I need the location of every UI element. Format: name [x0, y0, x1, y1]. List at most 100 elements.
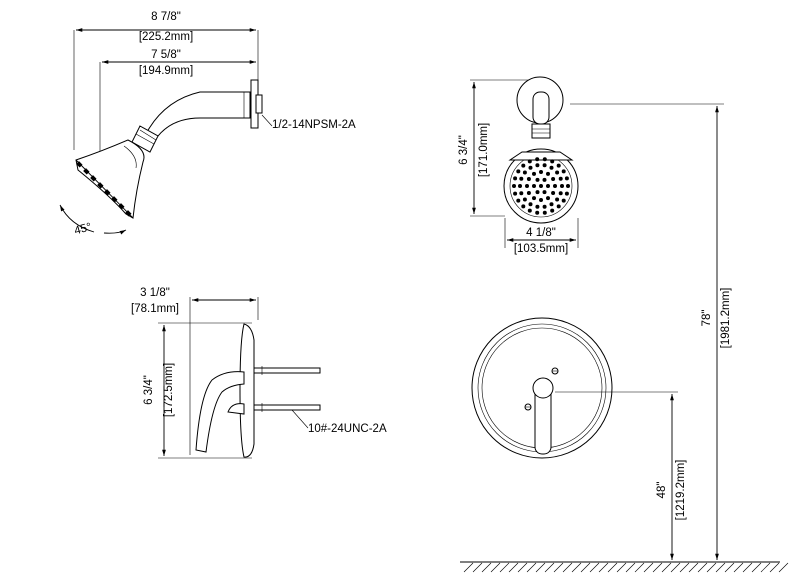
nozzle-row — [76, 161, 132, 217]
hatch-line — [571, 562, 582, 573]
hatch-line — [616, 562, 627, 573]
nozzle-dot — [532, 196, 536, 201]
hatch-line — [724, 562, 735, 573]
nozzle-dot — [546, 184, 550, 188]
nozzle-dot — [522, 197, 527, 202]
hatch-line — [661, 562, 672, 573]
nozzle-dot — [525, 184, 529, 188]
nozzle-dot — [564, 176, 569, 181]
nozzle-dot — [535, 204, 540, 209]
nozzle-dot — [528, 165, 533, 170]
hatch-line — [490, 562, 501, 573]
head-face-nozzles — [512, 157, 570, 215]
valve-trim-front-view — [471, 317, 613, 459]
nozzle-dot — [535, 190, 540, 195]
nozzle-dot — [549, 165, 554, 170]
head-install-height-label: 78" — [701, 310, 713, 327]
hatch-line — [679, 562, 690, 573]
nozzle-dot — [532, 184, 536, 188]
nozzle-dot — [512, 184, 516, 188]
arm-reach-mm-label: [194.9mm] — [139, 65, 193, 77]
trim-height-mm-label: [172.5mm] — [163, 363, 175, 417]
trim-depth-label: 3 1/8" — [140, 287, 170, 299]
nozzle-dot — [549, 202, 554, 207]
nozzle-dot — [526, 177, 531, 181]
nozzle-dot — [542, 204, 547, 209]
floor-hatch — [463, 562, 789, 573]
hatch-line — [733, 562, 744, 573]
arm-reach-label: 7 5/8" — [151, 49, 181, 61]
nozzle-dot — [518, 184, 522, 188]
nozzle-dot — [542, 210, 547, 215]
nozzle-dot — [561, 198, 566, 203]
valve-install-height-mm-label: [1219.2mm] — [675, 460, 687, 521]
nozzle-dot — [535, 163, 540, 168]
installation-heights: 78" [1981.2mm] 48" [1219.2mm] — [460, 103, 789, 573]
nozzle-dot — [513, 191, 518, 196]
head-diameter-label: 4 1/8" — [526, 227, 556, 239]
hatch-line — [607, 562, 618, 573]
nozzle-dot — [555, 197, 560, 202]
hatch-line — [688, 562, 699, 573]
hatch-line — [463, 562, 474, 573]
nozzle-dot — [528, 202, 533, 207]
nozzle-dot — [542, 157, 547, 162]
nozzle-dot — [553, 184, 557, 188]
nozzle-dot — [566, 184, 570, 188]
hatch-line — [706, 562, 717, 573]
hatch-line — [589, 562, 600, 573]
hatch-line — [643, 562, 654, 573]
nozzle-dot — [561, 169, 566, 174]
nozzle-dot — [558, 191, 563, 196]
nozzle-dot — [564, 191, 569, 196]
head-height-label: 6 3/4" — [458, 135, 470, 165]
nozzle-dot — [550, 208, 555, 213]
hatch-line — [598, 562, 609, 573]
head-diameter-mm-label: [103.5mm] — [514, 243, 568, 255]
nozzle-dot — [551, 177, 556, 181]
shower-head-side-view: 8 7/8" [225.2mm] 7 5/8" [194.9mm] — [59, 11, 356, 237]
arm-thread-spec: 1/2-14NPSM-2A — [272, 119, 356, 131]
nozzle-dot — [535, 177, 540, 182]
hatch-line — [697, 562, 708, 573]
nozzle-dot — [542, 163, 547, 168]
nozzle-dot — [535, 210, 540, 215]
nozzle-dot — [556, 163, 561, 168]
nozzle-dot — [516, 169, 521, 174]
nozzle-dot — [551, 191, 556, 195]
hatch-line — [562, 562, 573, 573]
hatch-line — [499, 562, 510, 573]
trim-height-label: 6 3/4" — [143, 375, 155, 405]
head-height-mm-label: [171.0mm] — [478, 123, 490, 177]
nozzle-dot — [521, 204, 526, 209]
hatch-line — [580, 562, 591, 573]
nozzle-dot — [546, 196, 550, 201]
hatch-line — [751, 562, 762, 573]
nozzle-dot — [527, 208, 532, 213]
nozzle-dot — [546, 171, 550, 176]
overall-width-label: 8 7/8" — [151, 11, 181, 23]
nozzle-dot — [556, 204, 561, 209]
hatch-line — [760, 562, 771, 573]
hatch-line — [634, 562, 645, 573]
hatch-line — [544, 562, 555, 573]
nozzle-dot — [542, 190, 547, 195]
nozzle-dot — [539, 198, 543, 202]
trim-depth-mm-label: [78.1mm] — [131, 303, 179, 315]
hatch-line — [481, 562, 492, 573]
hatch-line — [625, 562, 636, 573]
hatch-line — [535, 562, 546, 573]
overall-width-mm-label: [225.2mm] — [139, 31, 193, 43]
nozzle-dot — [519, 191, 524, 196]
nozzle-dot — [522, 170, 527, 175]
valve-install-height-label: 48" — [656, 482, 668, 499]
nozzle-dot — [539, 170, 543, 174]
hatch-line — [472, 562, 483, 573]
hatch-line — [553, 562, 564, 573]
nozzle-dot — [535, 157, 540, 162]
nozzle-dot — [526, 191, 531, 195]
valve-screw-spec: 10#-24UNC-2A — [308, 423, 387, 435]
hatch-line — [526, 562, 537, 573]
hatch-line — [508, 562, 519, 573]
